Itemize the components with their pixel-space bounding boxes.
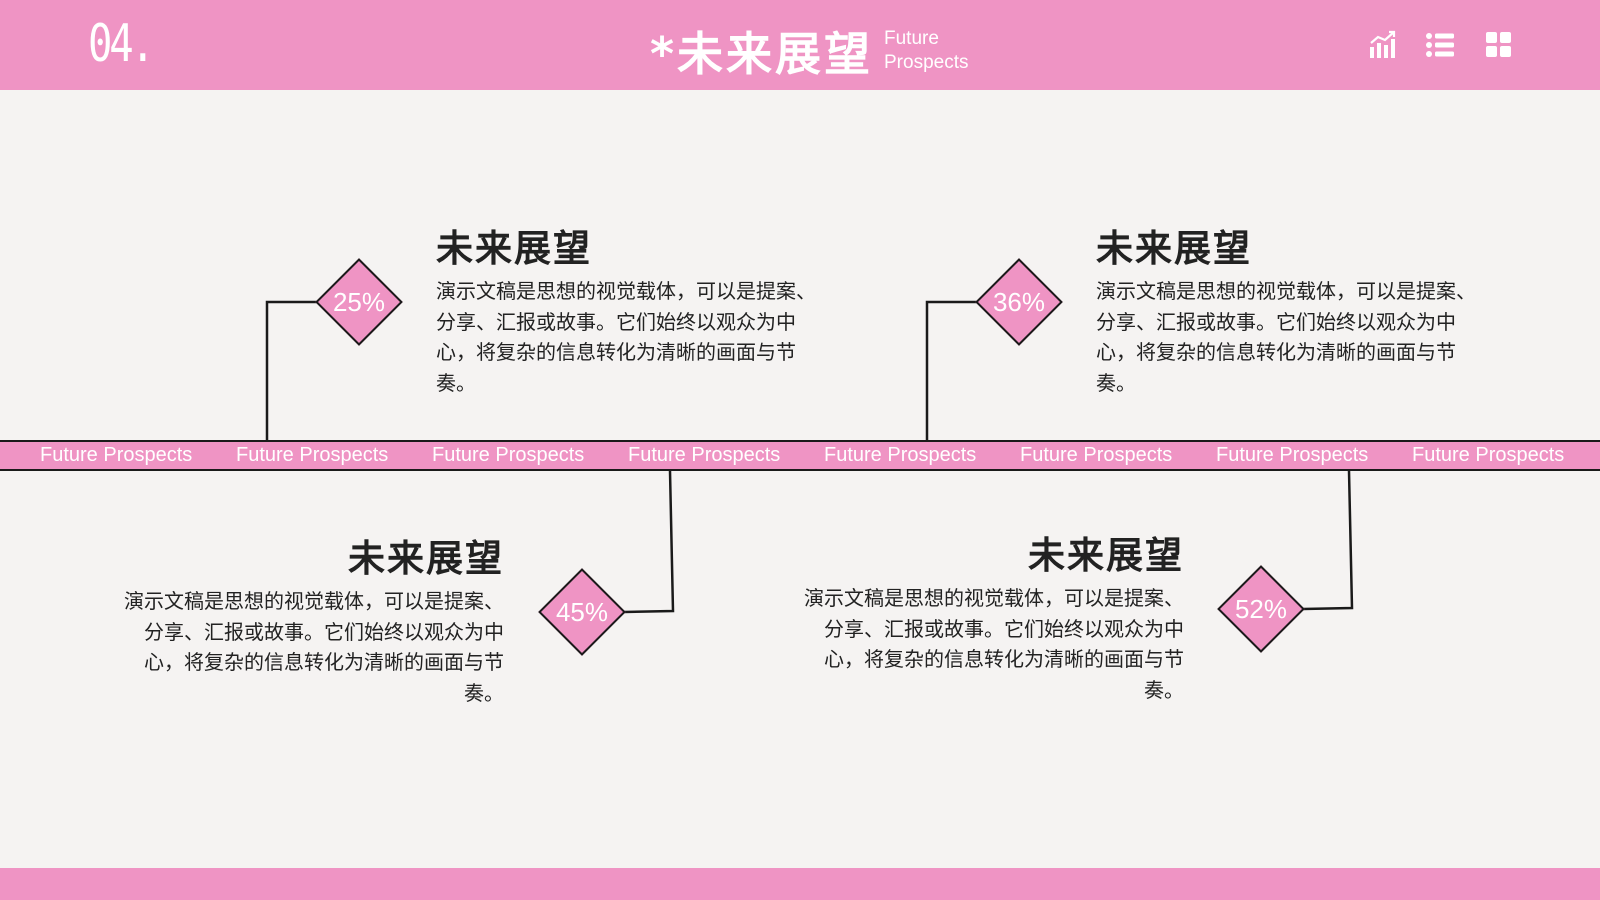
- percent-label: 25%: [332, 287, 386, 317]
- band-label: Future Prospects: [1216, 444, 1369, 466]
- grid-icon[interactable]: [1484, 30, 1514, 60]
- subtitle-line-1: Future: [884, 28, 939, 49]
- item-body: 演示文稿是思想的视觉载体，可以是提案、分享、汇报或故事。它们始终以观众为中心，将…: [804, 586, 1184, 702]
- percent-label: 52%: [1234, 594, 1288, 624]
- band-label: Future Prospects: [40, 444, 193, 466]
- section-number: 04.: [88, 14, 155, 74]
- list-icon[interactable]: [1425, 30, 1455, 60]
- band-label: Future Prospects: [236, 444, 389, 466]
- timeline-band: Future Prospects Future Prospects Future…: [0, 440, 1600, 471]
- band-label: Future Prospects: [628, 444, 781, 466]
- band-label: Future Prospects: [824, 444, 977, 466]
- item-body: 演示文稿是思想的视觉载体，可以是提案、分享、汇报或故事。它们始终以观众为中心，将…: [436, 279, 816, 395]
- band-label: Future Prospects: [1020, 444, 1173, 466]
- percent-label: 45%: [555, 597, 609, 627]
- item-title: 未来展望: [436, 227, 592, 270]
- header-bar: 04. *未来展望 Future Prospects: [0, 0, 1600, 90]
- item-title: 未来展望: [348, 537, 504, 580]
- footer-bar: [0, 868, 1600, 900]
- chart-icon[interactable]: [1368, 30, 1398, 60]
- item-title: 未来展望: [1096, 227, 1252, 270]
- band-label: Future Prospects: [432, 444, 585, 466]
- subtitle-line-2: Prospects: [884, 52, 969, 73]
- item-title: 未来展望: [1028, 534, 1184, 577]
- item-body: 演示文稿是思想的视觉载体，可以是提案、分享、汇报或故事。它们始终以观众为中心，将…: [1096, 279, 1476, 395]
- page-subtitle: Future Prospects: [884, 27, 1004, 75]
- percent-label: 36%: [992, 287, 1046, 317]
- band-label: Future Prospects: [1412, 444, 1565, 466]
- item-body: 演示文稿是思想的视觉载体，可以是提案、分享、汇报或故事。它们始终以观众为中心，将…: [124, 589, 504, 705]
- page-title: *未来展望: [650, 27, 874, 81]
